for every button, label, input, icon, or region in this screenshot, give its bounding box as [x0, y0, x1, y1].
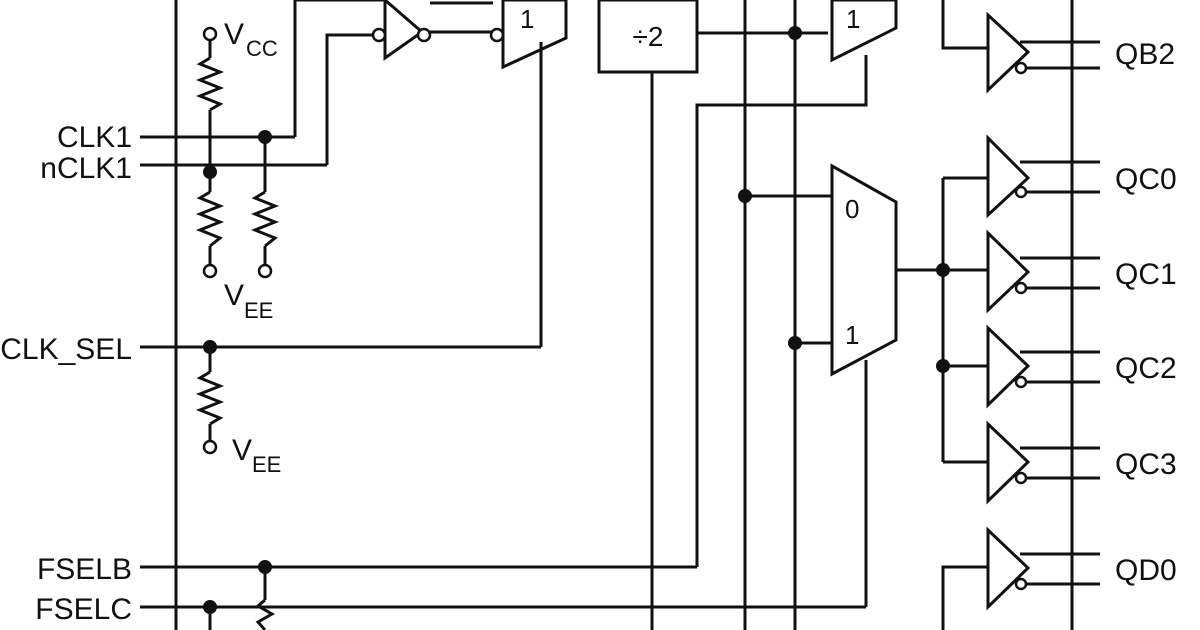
junction-dot: [936, 263, 950, 277]
junction-dot: [203, 600, 217, 614]
divider-label: ÷2: [633, 21, 664, 52]
input-label-fselb: FSELB: [37, 553, 132, 586]
output-buffer-qd0: [986, 526, 1031, 611]
output-label-qb2: QB2: [1115, 38, 1175, 71]
junction-dot: [788, 336, 802, 350]
pulldown-resistor-fselb: [255, 598, 276, 630]
buffer-output-bubble: [416, 27, 432, 43]
junction-dot: [258, 130, 272, 144]
junction-dot: [738, 189, 752, 203]
vee-subscript-2: EE: [252, 452, 281, 477]
vee-subscript-1: EE: [244, 298, 273, 323]
pulldown-resistor-clk1: [250, 190, 280, 248]
output-label-qc2: QC2: [1115, 352, 1177, 385]
output-label-qd0: QD0: [1115, 554, 1177, 587]
mux-bank-c: [830, 163, 898, 377]
vcc-subscript: CC: [246, 36, 278, 61]
mux-top-left-input-1-label: 1: [520, 4, 534, 34]
mux-top-right-input-1-label: 1: [846, 4, 860, 34]
clk1-route: [293, 0, 385, 137]
vee-terminal-2: [257, 263, 273, 279]
junction-dot: [203, 165, 217, 179]
pullup-resistor: [195, 56, 225, 112]
output-buffer-qb2: [986, 11, 1031, 94]
vcc-label: V: [224, 18, 244, 51]
nclk1-route: [325, 33, 373, 165]
vee-label-2: V: [232, 434, 252, 467]
input-label-clk-sel: CLK_SEL: [0, 333, 132, 366]
junction-dot: [258, 560, 272, 574]
mux-bank-c-input-0-label: 0: [845, 194, 859, 224]
mux-bank-c-input-1-label: 1: [845, 320, 859, 350]
output-buffer-qc1: [986, 229, 1031, 314]
input-label-clk1: CLK1: [57, 121, 132, 154]
vee-label-1: V: [224, 279, 244, 312]
vcc-terminal: [202, 26, 218, 42]
output-buffer-qc2: [986, 324, 1031, 409]
junction-dot: [788, 26, 802, 40]
input-label-nclk1: nCLK1: [40, 152, 132, 185]
pulldown-resistor-nclk1: [195, 190, 225, 248]
mux-top-left: [501, 0, 568, 70]
output-label-qc0: QC0: [1115, 163, 1177, 196]
mux-input-bubble: [489, 27, 505, 43]
pulldown-resistor-clksel: [195, 370, 225, 426]
input-label-fselc: FSELC: [35, 593, 132, 626]
junction-dot: [203, 340, 217, 354]
vee-terminal-1: [202, 263, 218, 279]
divide-by-two-block: [597, 0, 699, 74]
output-buffer-qc0: [986, 134, 1031, 219]
fselb-route: [695, 55, 868, 567]
input-buffer: [383, 0, 425, 61]
mux-top-right: [830, 0, 898, 63]
output-label-qc1: QC1: [1115, 258, 1177, 291]
vee-terminal-3: [202, 439, 218, 455]
junction-dot: [936, 359, 950, 373]
output-label-qc3: QC3: [1115, 448, 1177, 481]
output-buffer-qc3: [986, 420, 1031, 505]
buffer-input-bubble: [371, 27, 387, 43]
